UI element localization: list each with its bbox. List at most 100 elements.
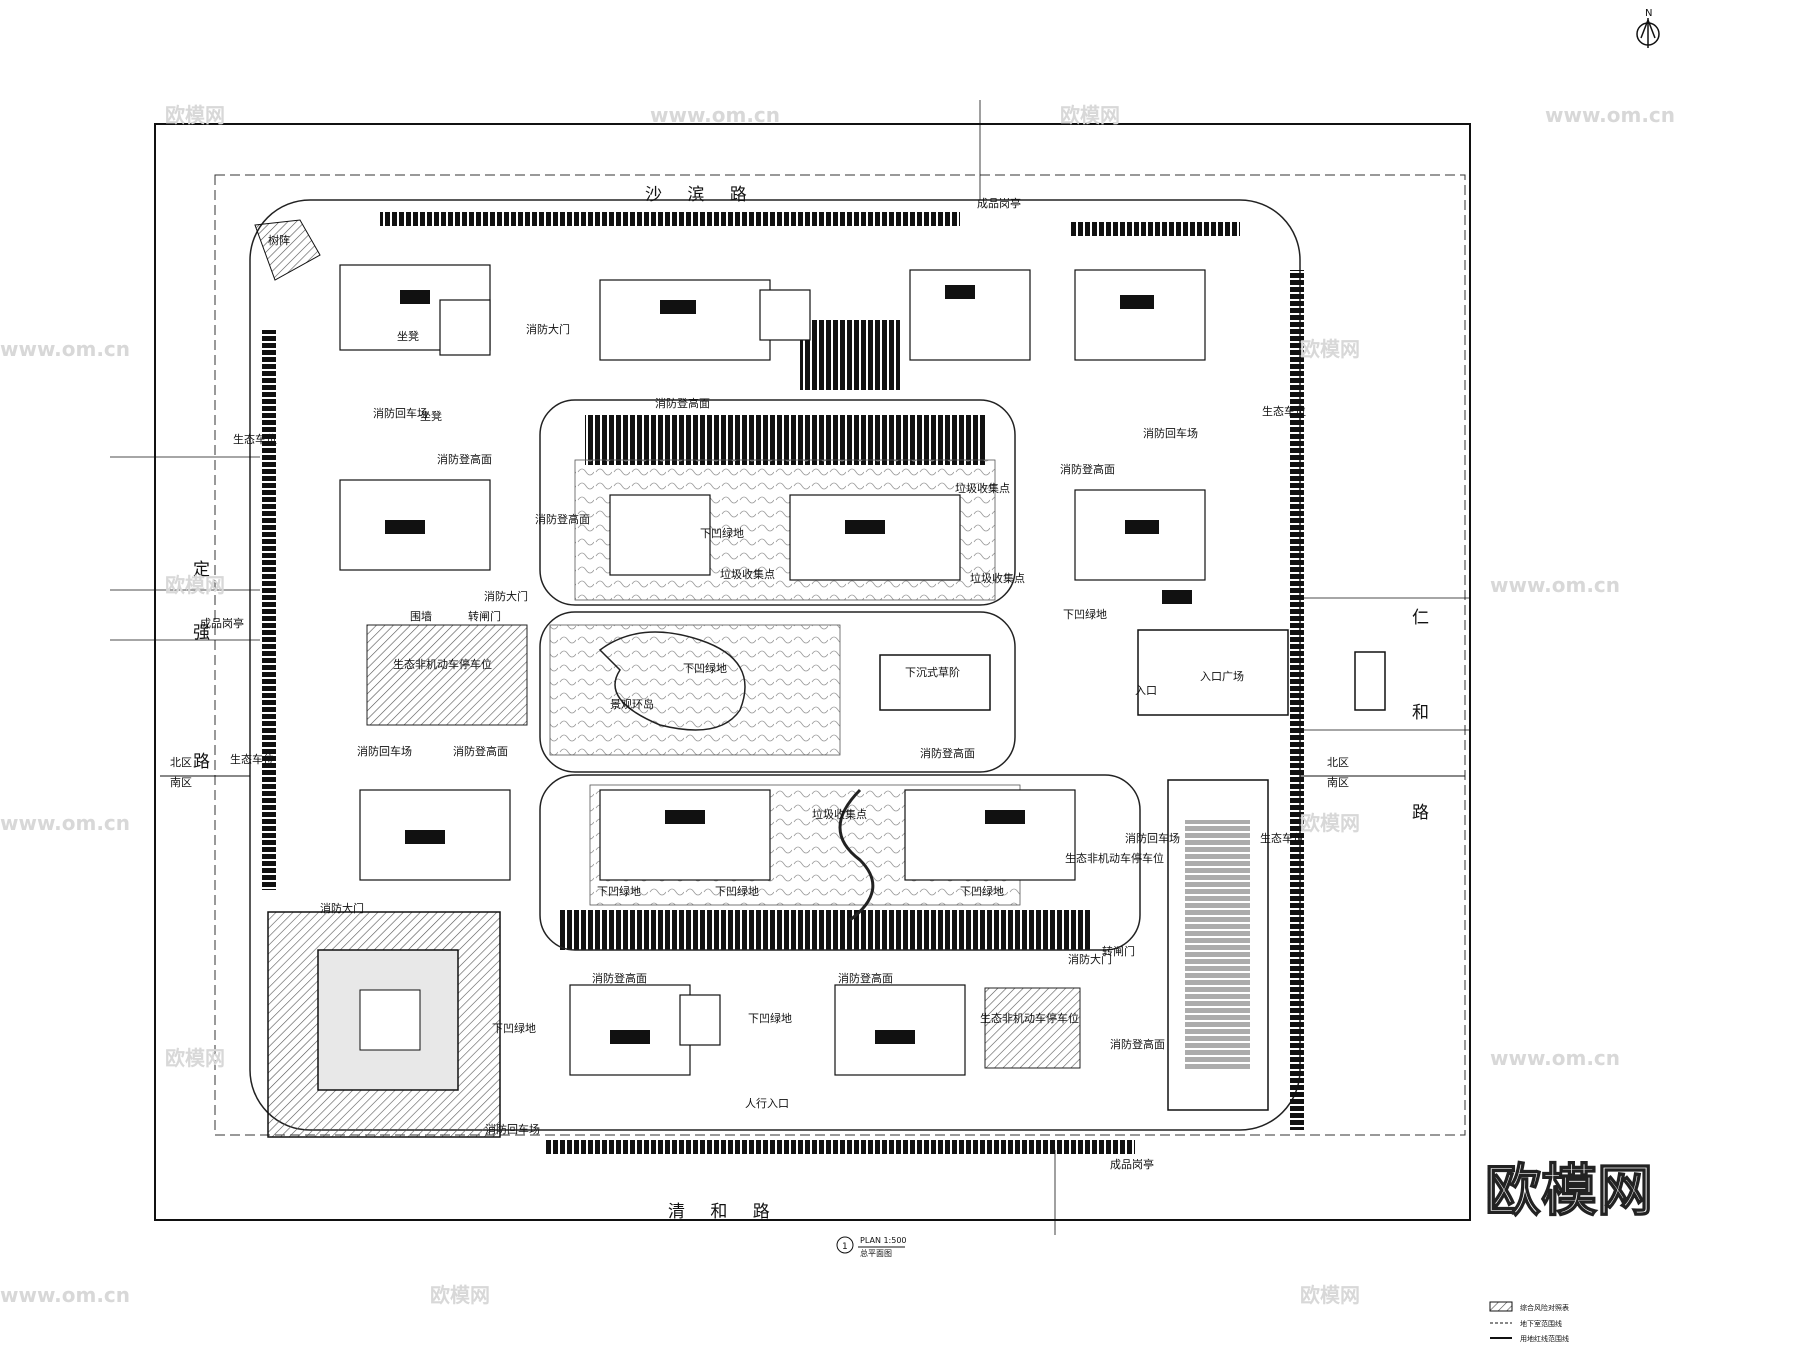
label-fire-turn-ne: 消防回车场 [1143, 426, 1198, 440]
label-north-zone-w: 北区 [170, 756, 192, 769]
label-fire-climb-s2: 消防登高面 [838, 971, 893, 985]
parking-inner-north [585, 415, 985, 465]
legend: 综合风险对照表 地下室范围线 用地红线范围线 [1489, 1301, 1569, 1343]
red-line-boundary [154, 123, 1471, 1221]
label-eco-parking-w: 生态车位 [230, 752, 274, 766]
north-arrow-icon: N [1636, 8, 1660, 48]
label-north-zone-e: 北区 [1327, 756, 1349, 769]
tree-array-nw [254, 219, 321, 281]
building-clusters [339, 264, 1206, 1076]
label-fire-turn-e: 消防回车场 [1125, 831, 1180, 845]
watermarks: 欧模网 欧模网 欧模网 欧模网 欧模网 欧模网 欧模网 欧模网 欧模网 www.… [0, 103, 1675, 1307]
label-fire-climb-nw: 消防登高面 [437, 452, 492, 466]
label-fire-gate-sw: 消防大门 [320, 901, 364, 915]
label-fire-turn-w: 消防回车场 [357, 744, 412, 758]
label-turnstile-s: 转闸门 [1102, 944, 1135, 958]
legend-item-2: 地下室范围线 [1520, 1319, 1562, 1328]
leader-lines [110, 100, 1470, 1235]
watermark-8: 欧模网 [430, 1283, 490, 1307]
entrance-plaza [1137, 629, 1289, 716]
label-sketch-2: 坐凳 [420, 409, 442, 423]
parking-north-east [1070, 222, 1240, 236]
label-garbage-ne: 垃圾收集点 [955, 481, 1010, 495]
label-fire-climb-se: 消防登高面 [1110, 1037, 1165, 1051]
label-fire-climb-c: 消防登高面 [535, 512, 590, 526]
label-sunken-lawn: 下沉式草阶 [905, 665, 960, 679]
label-sketch-1: 坐凳 [397, 329, 419, 343]
plan-labels: 成品岗亭 成品岗亭 成品岗亭 树阵 消防大门 消防大门 消防大门 消防大门 消防… [170, 196, 1349, 1171]
legend-item-1: 综合风险对照表 [1520, 1303, 1569, 1312]
label-enclosure: 围墙 [410, 609, 432, 623]
label-fire-turn-nw: 消防回车场 [373, 406, 428, 420]
watermark-3: 欧模网 [1300, 337, 1360, 361]
label-eco-nonmotor-w: 生态非机动车停车位 [393, 657, 492, 671]
road-west-3: 路 [193, 752, 210, 772]
east-building-strip [1167, 779, 1269, 1111]
parking-north-center [800, 320, 900, 390]
label-garbage-s: 垃圾收集点 [812, 807, 867, 821]
label-courtyard: 景观环岛 [610, 697, 654, 711]
legend-item-3: 用地红线范围线 [1520, 1334, 1569, 1343]
label-sunken-s3: 下凹绿地 [960, 884, 1004, 898]
label-entrance-plaza: 入口广场 [1200, 669, 1244, 683]
east-building-inner [1185, 820, 1250, 1070]
watermark-6: 欧模网 [165, 1046, 225, 1070]
label-eco-nonmotor-s: 生态非机动车停车位 [980, 1011, 1079, 1025]
label-turnstile-w: 转闸门 [468, 609, 501, 623]
label-entrance: 入口 [1135, 684, 1157, 697]
ring-road-middle [539, 611, 1016, 773]
label-eco-parking-ne: 生态车位 [1262, 404, 1306, 418]
winding-path [598, 631, 746, 731]
title-name: 总平面图 [860, 1248, 892, 1258]
label-gatehouse-n: 成品岗亭 [977, 196, 1021, 210]
label-fire-climb-s1: 消防登高面 [592, 971, 647, 985]
parking-north [380, 212, 960, 226]
title-number: 1 [842, 1242, 848, 1252]
road-east-1: 仁 [1412, 608, 1429, 628]
label-sunken-s5: 下凹绿地 [748, 1011, 792, 1025]
label-sunken-s1: 下凹绿地 [597, 884, 641, 898]
label-fire-climb-n: 消防登高面 [655, 396, 710, 410]
watermark-5: 欧模网 [1300, 811, 1360, 835]
ring-road-north [539, 399, 1016, 606]
label-sunken-s2: 下凹绿地 [715, 884, 759, 898]
watermark-url-3: www.om.cn [0, 337, 130, 361]
road-east-3: 路 [1412, 803, 1429, 823]
label-sunken-m: 下凹绿地 [683, 661, 727, 675]
label-fire-gate-n: 消防大门 [526, 322, 570, 336]
watermark-big: 欧模网 [1485, 1159, 1653, 1224]
entrance-gate [1354, 651, 1386, 711]
label-fire-climb-w: 消防登高面 [453, 744, 508, 758]
watermark-url-7: www.om.cn [0, 1283, 130, 1307]
watermark-url-1: www.om.cn [650, 103, 780, 127]
winding-path-south [838, 788, 875, 922]
watermark-1: 欧模网 [165, 103, 225, 127]
label-sunken-ne: 下凹绿地 [1063, 607, 1107, 621]
label-fire-gate-w: 消防大门 [484, 589, 528, 603]
label-eco-parking-nw: 生态车位 [233, 432, 277, 446]
road-south: 清 和 路 [668, 1202, 780, 1222]
label-pedestrian-entrance: 人行入口 [745, 1097, 789, 1110]
label-south-zone-e: 南区 [1327, 776, 1349, 789]
watermark-url-6: www.om.cn [1490, 1046, 1620, 1070]
label-fire-climb-m: 消防登高面 [920, 746, 975, 760]
label-fire-gate-s: 消防大门 [1068, 952, 1112, 966]
sunken-lawn [879, 654, 991, 711]
road-west-1: 定 [193, 560, 210, 580]
watermark-2: 欧模网 [1060, 103, 1120, 127]
inner-dashed-boundary [214, 174, 1466, 1136]
label-tree-array: 树阵 [268, 233, 290, 247]
label-south-zone-w: 南区 [170, 776, 192, 789]
watermark-7: 欧模网 [1300, 1283, 1360, 1307]
label-fire-turn-s: 消防回车场 [485, 1122, 540, 1136]
north-label: N [1645, 8, 1652, 19]
label-fire-climb-ne: 消防登高面 [1060, 462, 1115, 476]
parking-east [1290, 270, 1304, 1130]
eco-nonmotor-west [366, 624, 528, 726]
road-north: 沙 滨 路 [645, 185, 757, 205]
label-sunken-s4: 下凹绿地 [492, 1021, 536, 1035]
watermark-url-2: www.om.cn [1545, 103, 1675, 127]
road-east-2: 和 [1412, 703, 1429, 723]
label-gatehouse-s: 成品岗亭 [1110, 1157, 1154, 1171]
